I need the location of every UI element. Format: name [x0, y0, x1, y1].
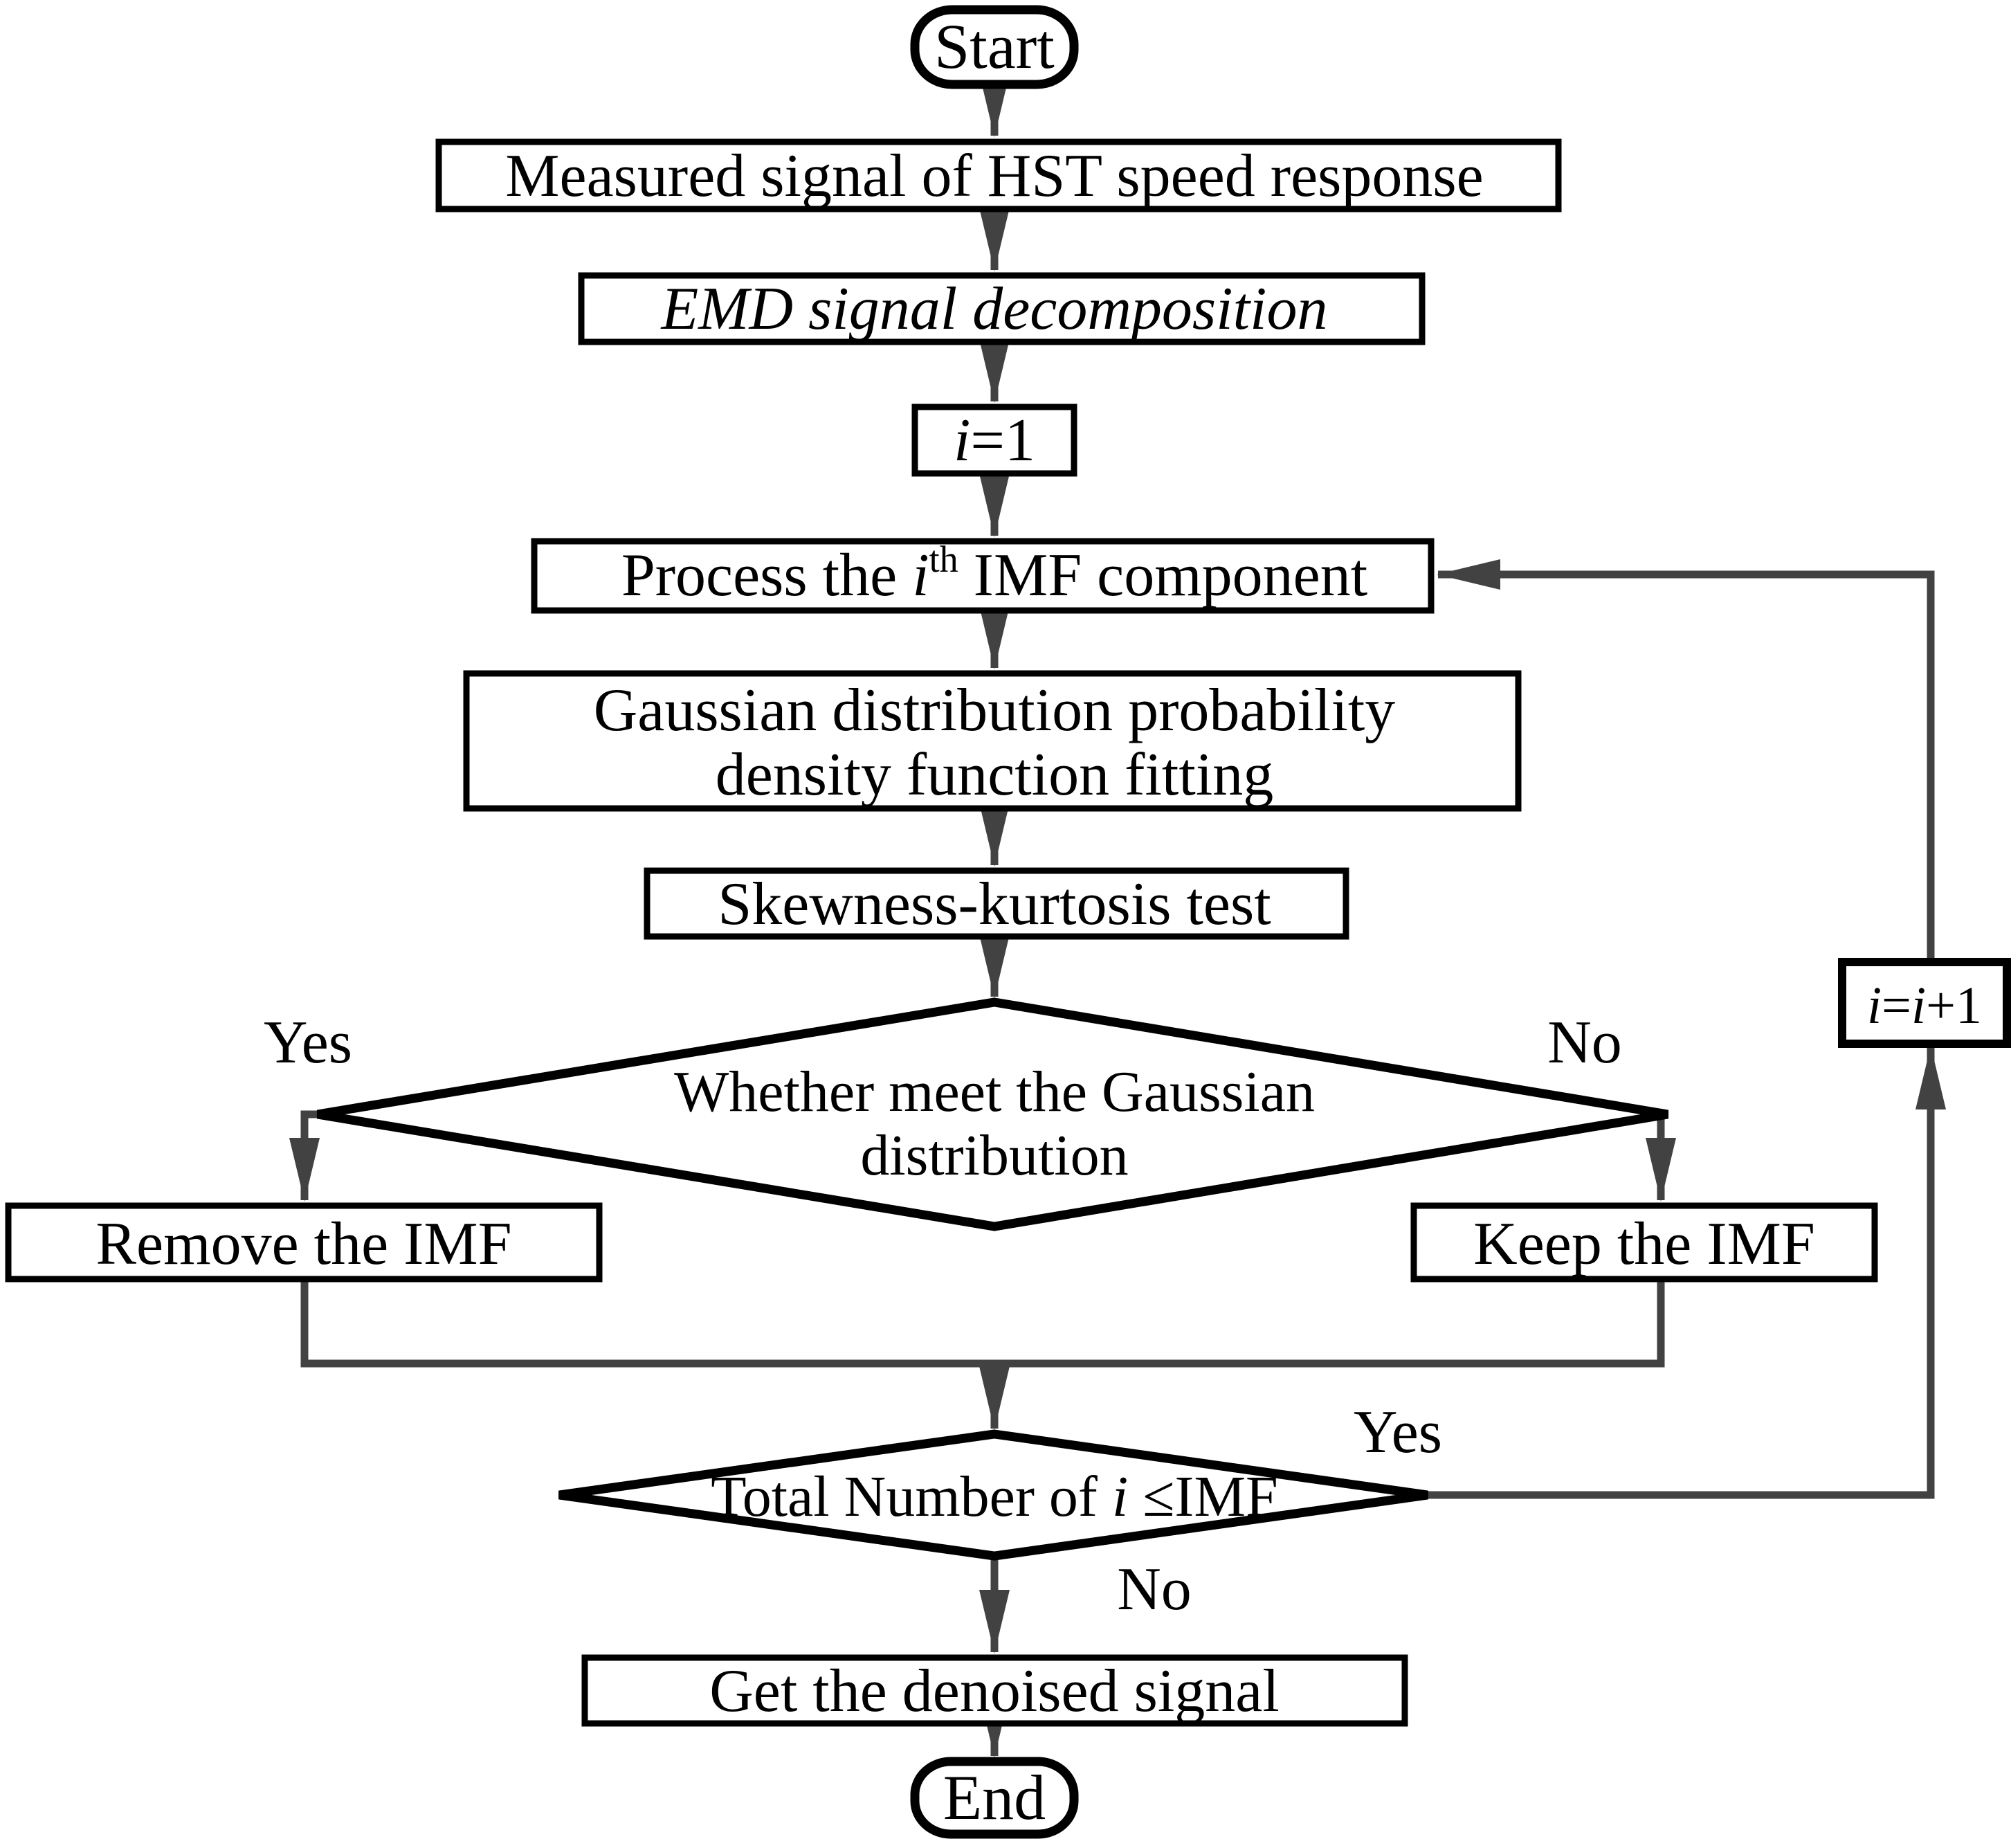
decision2-yes-label: Yes — [1354, 1399, 1442, 1466]
edge-decision1-yes-to-remove — [289, 1110, 320, 1202]
decision2-no-label: No — [1117, 1556, 1192, 1623]
remove-imf-node — [5, 1202, 603, 1283]
end-node — [910, 1757, 1079, 1839]
gaussian-decision-line2: distribution — [860, 1123, 1128, 1188]
denoised-signal-label: Get the denoised signal — [709, 1658, 1280, 1725]
skewness-test-node — [644, 867, 1349, 940]
process-superscript: th — [929, 538, 958, 580]
emd-label-part: EMD signal decomposition — [659, 275, 1327, 343]
edge-merge-collector — [300, 1279, 1665, 1368]
denoised-signal-node — [581, 1654, 1408, 1727]
measured-signal-label: Measured signal of HST speed response — [505, 143, 1483, 210]
keep-imf-node — [1410, 1202, 1878, 1283]
decision1-no-label: No — [1547, 1009, 1622, 1076]
remove-imf-label: Remove the IMF — [95, 1211, 511, 1278]
edge-decision2-yes-to-increment — [1428, 1046, 1946, 1499]
init-var: i — [954, 407, 970, 474]
process-imf-label: Process the ith IMF component — [621, 538, 1367, 609]
increment-rest: +1 — [1926, 977, 1982, 1035]
edge-increment-to-process — [1437, 559, 1935, 962]
decision2-part2: ≤IMF — [1128, 1465, 1277, 1529]
decision1-yes-label: Yes — [264, 1009, 352, 1076]
increment-var1: i — [1867, 977, 1882, 1035]
increment-counter-label: i=i+1 — [1867, 977, 1982, 1035]
measured-signal-node — [435, 138, 1562, 212]
gaussian-fitting-node — [463, 670, 1522, 812]
start-label: Start — [934, 11, 1055, 82]
gaussian-fitting-line1: Gaussian distribution probability — [594, 677, 1396, 744]
total-number-decision-label: Total Number of i ≤IMF — [711, 1465, 1277, 1529]
skewness-test-label: Skewness-kurtosis test — [718, 871, 1271, 938]
init-counter-node — [911, 404, 1077, 477]
end-label: End — [943, 1762, 1046, 1833]
gaussian-fitting-line2: density function fitting — [716, 741, 1274, 808]
keep-imf-label: Keep the IMF — [1473, 1211, 1815, 1278]
process-part1: Process the — [621, 542, 912, 609]
total-number-decision-node — [558, 1429, 1428, 1561]
emd-decomposition-node — [578, 272, 1426, 345]
init-rest: =1 — [970, 407, 1035, 474]
gaussian-decision-node — [316, 997, 1669, 1231]
increment-var2: i — [1911, 977, 1926, 1035]
increment-counter-node — [1838, 958, 2011, 1048]
decision2-part1: Total Number of — [711, 1465, 1112, 1529]
init-counter-label: i=1 — [954, 407, 1035, 474]
process-imf-node — [531, 538, 1435, 614]
start-node — [910, 5, 1079, 89]
decision2-var: i — [1112, 1465, 1128, 1529]
gaussian-decision-line1: Whether meet the Gaussian — [674, 1060, 1315, 1124]
edge-decision1-no-to-keep — [1646, 1110, 1676, 1202]
process-var: i — [912, 542, 929, 609]
process-part2: IMF component — [958, 542, 1368, 609]
emd-decomposition-label: EMD signal decomposition — [659, 275, 1327, 343]
increment-eq: = — [1882, 977, 1911, 1035]
